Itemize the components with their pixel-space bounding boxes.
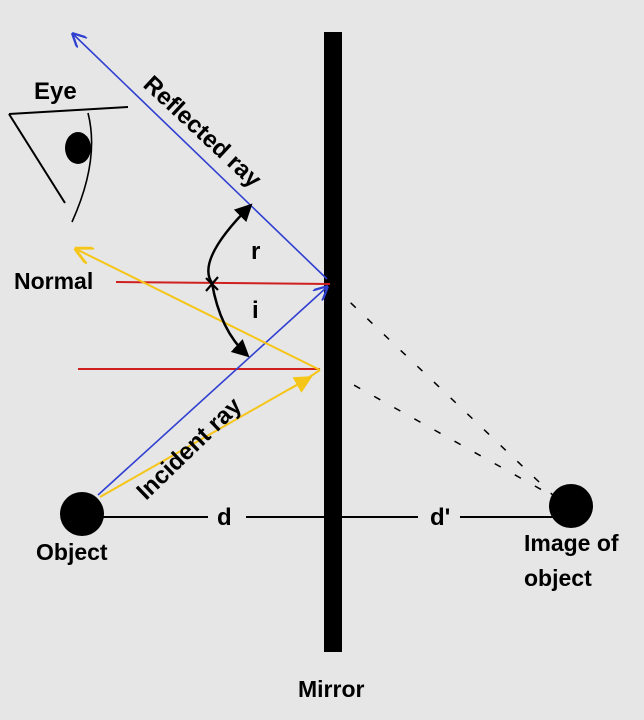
normal-label: Normal [14,268,93,294]
object-dot [60,492,104,536]
reflected-ray-yellow [76,249,321,371]
virtual-ray-lower [333,373,543,491]
object-label: Object [36,539,108,565]
distance-d-prime-label: d' [430,504,450,531]
angle-cross-mark [205,276,219,292]
incident-ray-yellow [99,382,301,498]
incident-ray-yellow-tail [304,369,321,381]
incident-ray-blue [97,287,327,496]
virtual-ray-upper [333,286,559,501]
reflected-ray-blue [73,34,328,280]
mirror-label: Mirror [298,676,365,702]
mirror [324,32,342,652]
image-label-line1: Image of [524,530,619,556]
distance-d-label: d [217,504,232,531]
eye-label: Eye [34,78,77,105]
image-label-line2: object [524,565,592,591]
eye-icon [8,106,129,223]
normal-line-upper [115,281,331,285]
reflected-ray-label: Reflected ray [138,71,267,194]
angle-r-label: r [251,238,260,265]
image-dot [549,484,593,528]
angle-i-label: i [252,297,259,324]
